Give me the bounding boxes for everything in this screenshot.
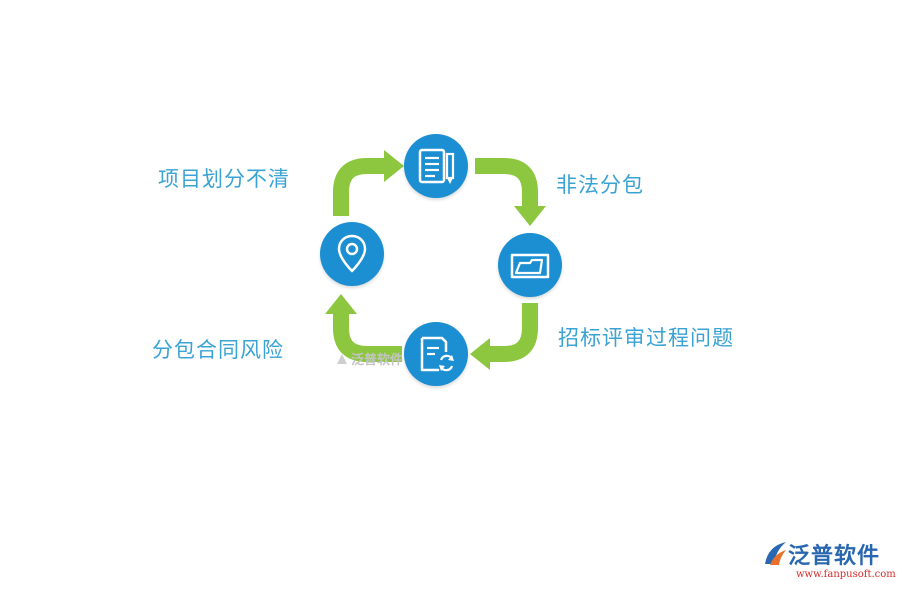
watermark: 泛普软件 [336, 349, 403, 368]
brand-logo: 泛普软件 www.fanpusoft.com [762, 538, 896, 586]
arrowhead-left [470, 338, 490, 370]
brand-name: 泛普软件 [788, 544, 881, 569]
folder-icon [510, 253, 550, 279]
node-right [498, 233, 562, 297]
watermark-logo-icon [336, 353, 348, 365]
brand-url: www.fanpusoft.com [796, 569, 896, 580]
arrow-right-to-bottom [488, 303, 538, 362]
node-bottom [404, 322, 468, 386]
document-pencil-icon [418, 148, 455, 184]
label-bottom-left: 分包合同风险 [152, 338, 284, 362]
label-top-left: 项目划分不清 [158, 167, 290, 191]
location-pin-icon [337, 234, 367, 273]
brand-logo-icon [765, 542, 786, 565]
node-left [320, 222, 384, 286]
arrowhead-down [514, 206, 546, 226]
label-top-right: 非法分包 [556, 173, 644, 197]
arrowhead-right [384, 150, 404, 182]
watermark-text: 泛普软件 [351, 353, 404, 368]
arrowhead-up [325, 294, 357, 314]
arrow-left-to-top [333, 158, 386, 216]
node-top [404, 134, 468, 198]
arrow-top-to-right [475, 158, 538, 208]
arrow-bottom-to-left [333, 312, 402, 362]
document-refresh-icon [420, 336, 454, 372]
label-bottom-right: 招标评审过程问题 [558, 326, 734, 350]
